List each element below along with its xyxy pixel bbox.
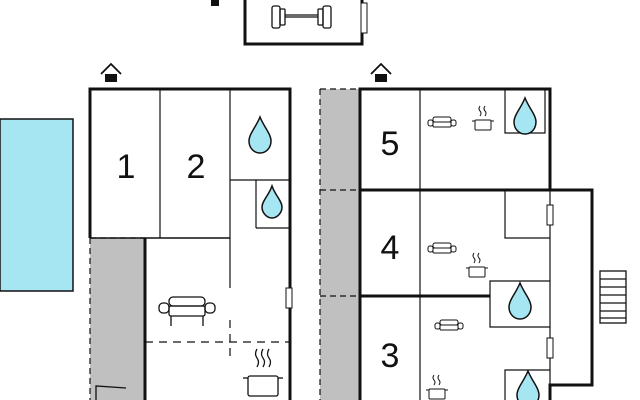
stove-icon: [472, 105, 494, 131]
stove-icon: [426, 374, 448, 400]
dumbbell-icon: [271, 5, 332, 29]
terrace: [320, 89, 360, 400]
stove-icon: [243, 348, 283, 397]
stairs-icon: [599, 270, 627, 324]
water-drop-icon: [248, 114, 272, 154]
water-drop-icon: [516, 368, 540, 400]
sofa-icon: [427, 116, 457, 128]
right-building: [319, 87, 594, 400]
sofa-icon: [427, 242, 457, 254]
water-drop-icon: [513, 95, 537, 135]
gym-room: [211, 0, 368, 46]
stove-icon: [466, 252, 488, 278]
house-entrance-icon: [100, 62, 122, 82]
swimming-pool: [0, 118, 74, 292]
sofa-icon: [158, 296, 216, 326]
water-drop-icon: [508, 280, 532, 320]
water-drop-icon: [261, 183, 283, 219]
room-number-3: 3: [381, 337, 400, 375]
house-entrance-icon: [370, 62, 392, 82]
room-number-5: 5: [381, 125, 400, 163]
room-number-1: 1: [117, 148, 136, 186]
left-building: [88, 87, 293, 400]
terrace: [90, 238, 145, 400]
room-number-4: 4: [381, 229, 400, 267]
room-number-2: 2: [187, 148, 206, 186]
sofa-icon: [434, 319, 464, 331]
